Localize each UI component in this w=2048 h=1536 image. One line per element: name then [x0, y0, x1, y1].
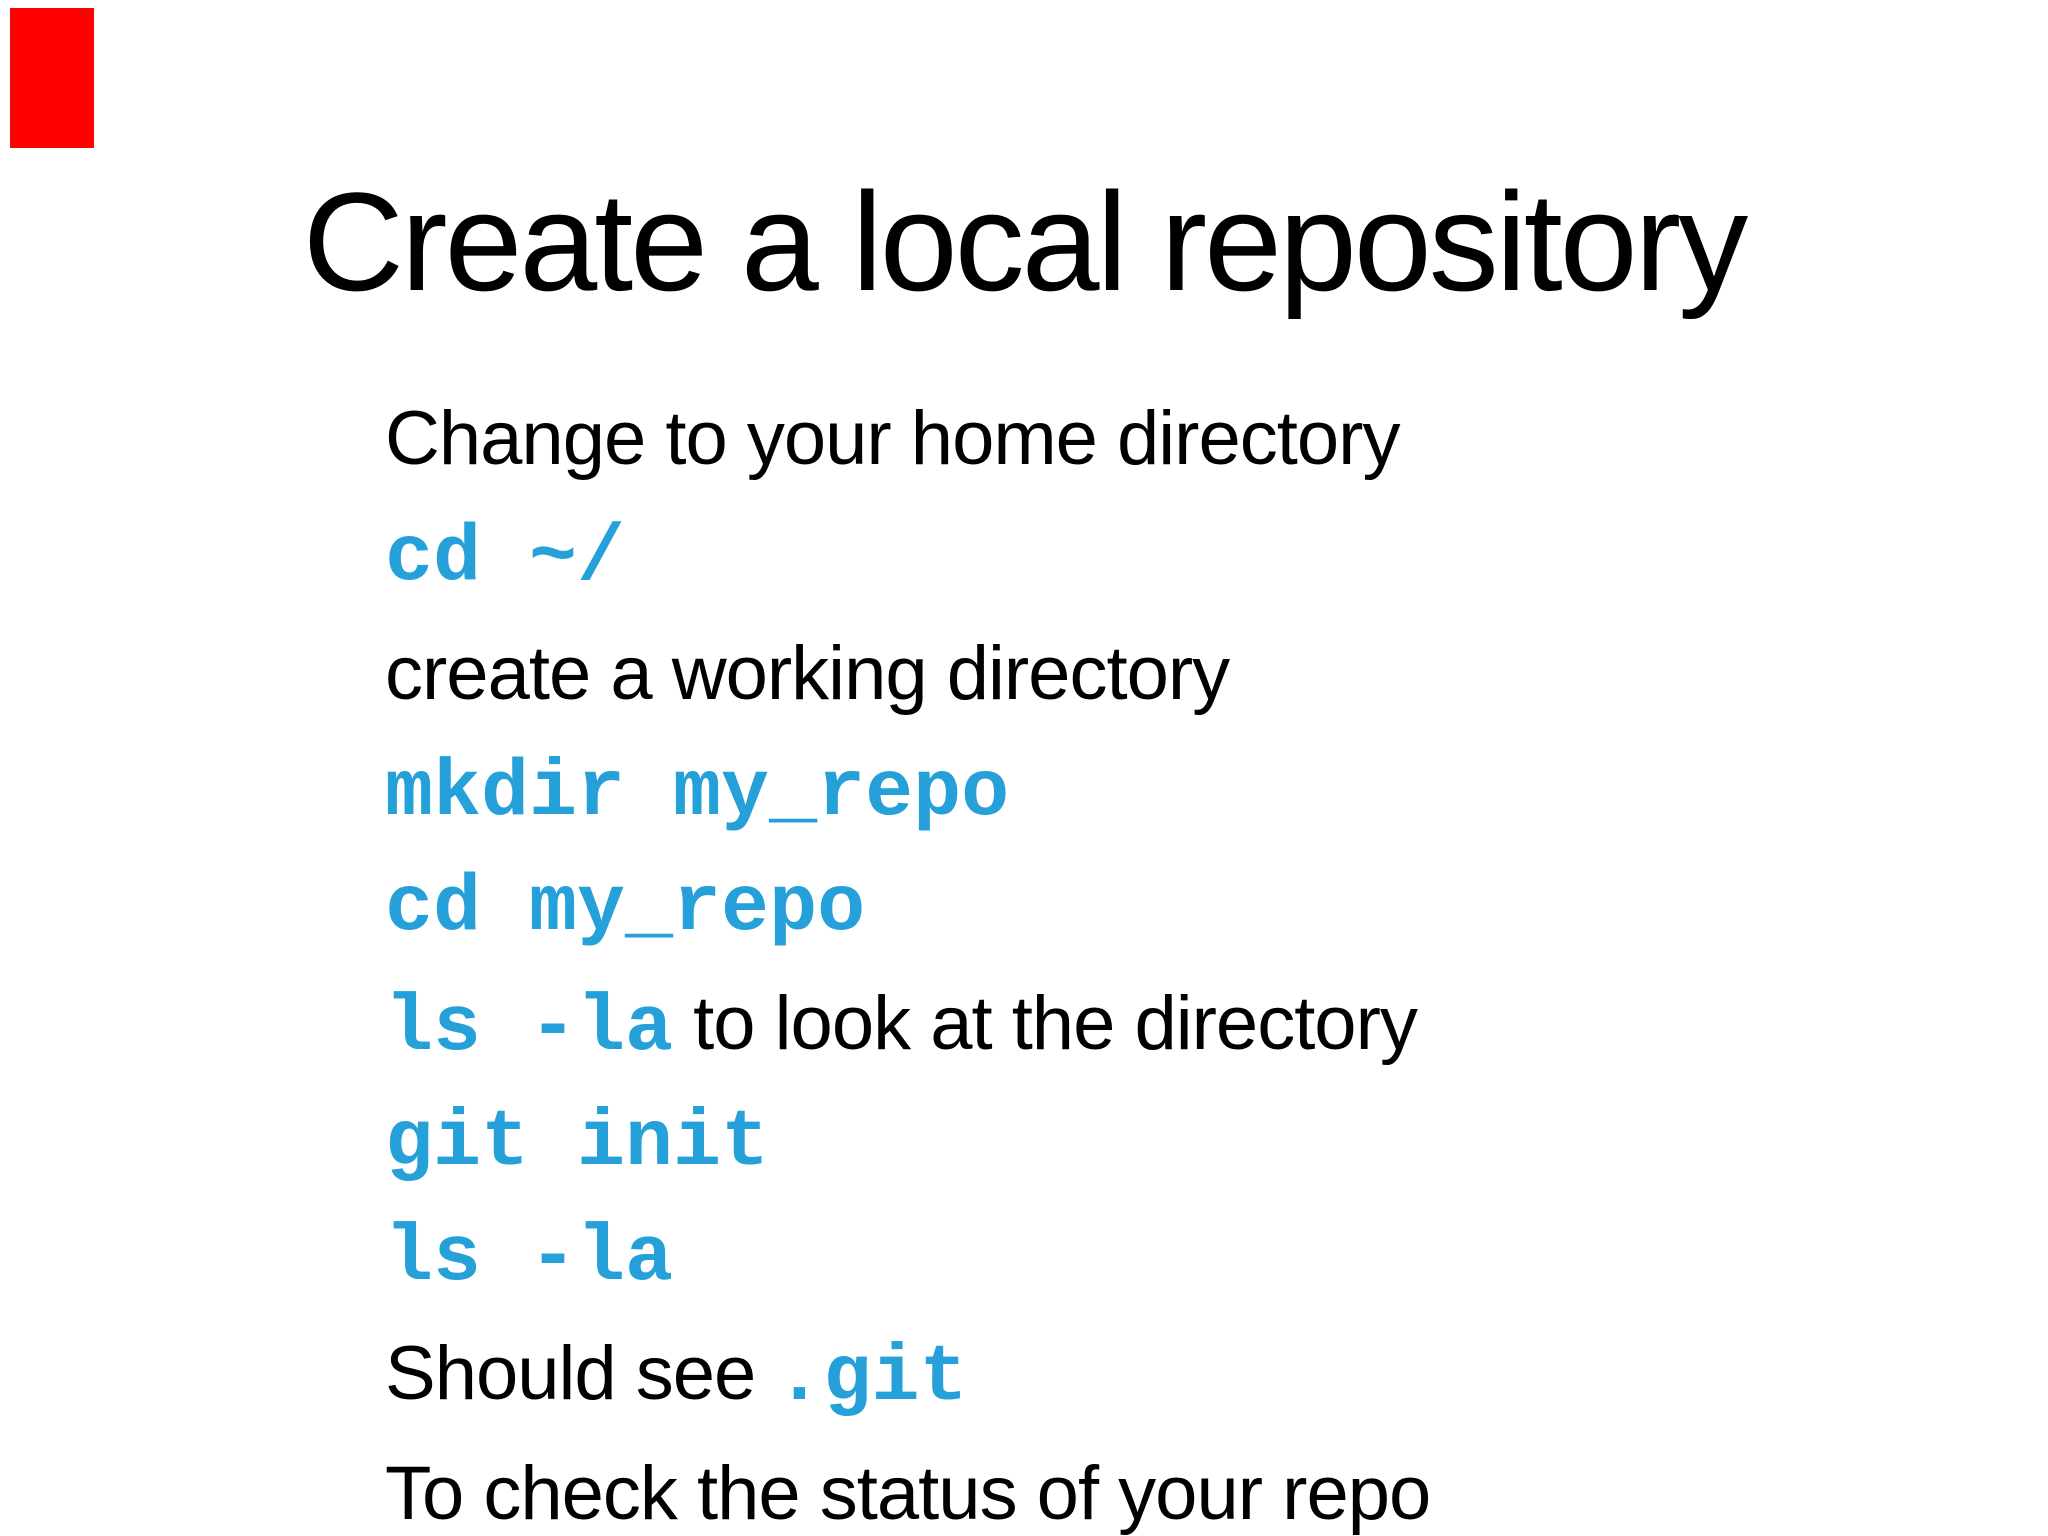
body-line: create a working directory	[385, 624, 1885, 744]
text-segment: to look at the directory	[673, 981, 1418, 1066]
text-segment: Change to your home directory	[385, 396, 1400, 481]
code-segment: .git	[775, 1333, 968, 1424]
body-line: Should see .git	[385, 1324, 1885, 1444]
text-segment: Should see	[385, 1331, 776, 1416]
body-line: ls -la to look at the directory	[385, 974, 1885, 1094]
slide-title: Create a local repository	[302, 163, 1748, 320]
code-segment: ls -la	[385, 983, 674, 1074]
body-line: To check the status of your repo	[385, 1444, 1885, 1536]
text-segment: create a working directory	[385, 631, 1230, 716]
code-segment: cd ~/	[385, 513, 626, 604]
body-line: Change to your home directory	[385, 389, 1885, 509]
red-marker	[10, 8, 94, 148]
code-segment: ls -la	[385, 1213, 674, 1304]
slide-body: Change to your home directory cd ~/ create…	[385, 389, 1885, 1536]
code-segment: cd my_repo	[385, 863, 866, 954]
body-line: cd ~/	[385, 509, 1885, 624]
code-segment: mkdir my_repo	[385, 748, 1010, 839]
body-line: cd my_repo	[385, 859, 1885, 974]
text-segment: To check the status of your repo	[385, 1451, 1431, 1536]
code-segment: git init	[385, 1098, 770, 1189]
body-line: git init	[385, 1094, 1885, 1209]
body-line: mkdir my_repo	[385, 744, 1885, 859]
body-line: ls -la	[385, 1209, 1885, 1324]
